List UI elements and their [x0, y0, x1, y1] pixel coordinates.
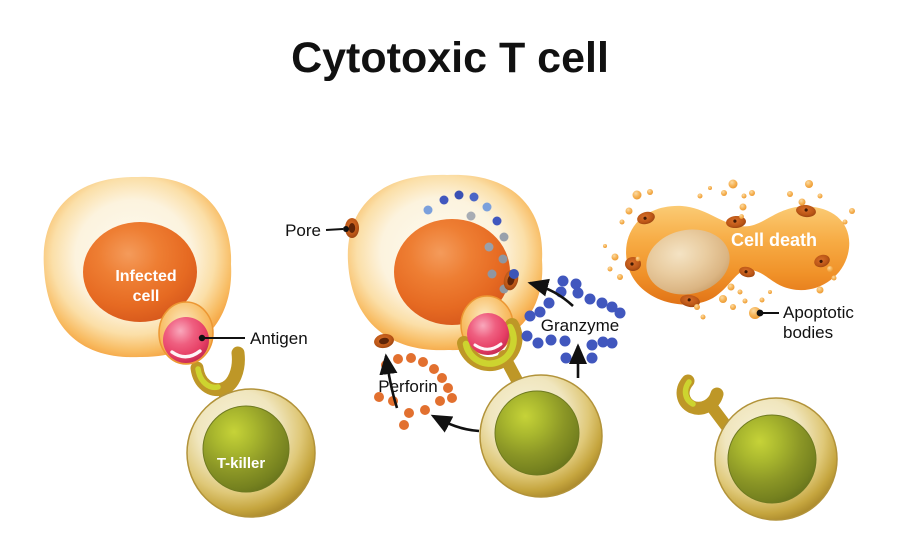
infected-cell-label-line1: Infected: [115, 268, 176, 285]
tkiller-cell-nucleus-3: [727, 414, 817, 504]
antigen-label: Antigen: [250, 329, 308, 348]
cell-death-label: Cell death: [731, 230, 817, 250]
infected-cell-label-line2: cell: [133, 288, 160, 305]
apoptotic-label-line2: bodies: [783, 323, 833, 342]
granzyme-dots: [521, 275, 626, 364]
pore-pointer-dot: [343, 226, 349, 232]
scene-cell-death: Cell death: [603, 179, 855, 521]
labeled-apoptotic-body: [749, 307, 761, 319]
pore-right-icon: [503, 269, 519, 291]
antigen-highlight: [170, 349, 202, 359]
tkiller-to-perforin-arrow: [430, 414, 480, 433]
apoptotic-label-line1: Apoptotic: [783, 303, 854, 322]
scene-recognition: Infected cell Antigen T-killer: [43, 176, 316, 518]
tkiller-cell-nucleus-2: [494, 390, 580, 476]
apoptotic-bodies-dots: [603, 179, 855, 320]
diagram-title: Cytotoxic T cell: [291, 34, 609, 82]
perforin-to-pore-arrow: [379, 353, 399, 409]
tkiller-label: T-killer: [217, 455, 266, 472]
pore-pointer-line: [325, 228, 344, 231]
infected-cell-nucleus: [83, 222, 197, 322]
pore-left-icon: [345, 218, 359, 238]
granzyme-to-pore-arrow: [527, 278, 574, 307]
scene-attack: Pore Perforin: [285, 174, 626, 498]
pore-bottom-icon: [374, 333, 394, 349]
antigen-highlight-2: [473, 342, 503, 351]
membrane-blebs: [625, 204, 830, 308]
granzyme-label: Granzyme: [541, 316, 619, 335]
pore-label: Pore: [285, 221, 321, 240]
dying-cell-nucleus: [646, 229, 730, 295]
tkiller-cell-nucleus: [202, 405, 290, 493]
perforin-label: Perforin: [378, 377, 438, 396]
tcell-receptor-free-icon: [676, 374, 733, 433]
